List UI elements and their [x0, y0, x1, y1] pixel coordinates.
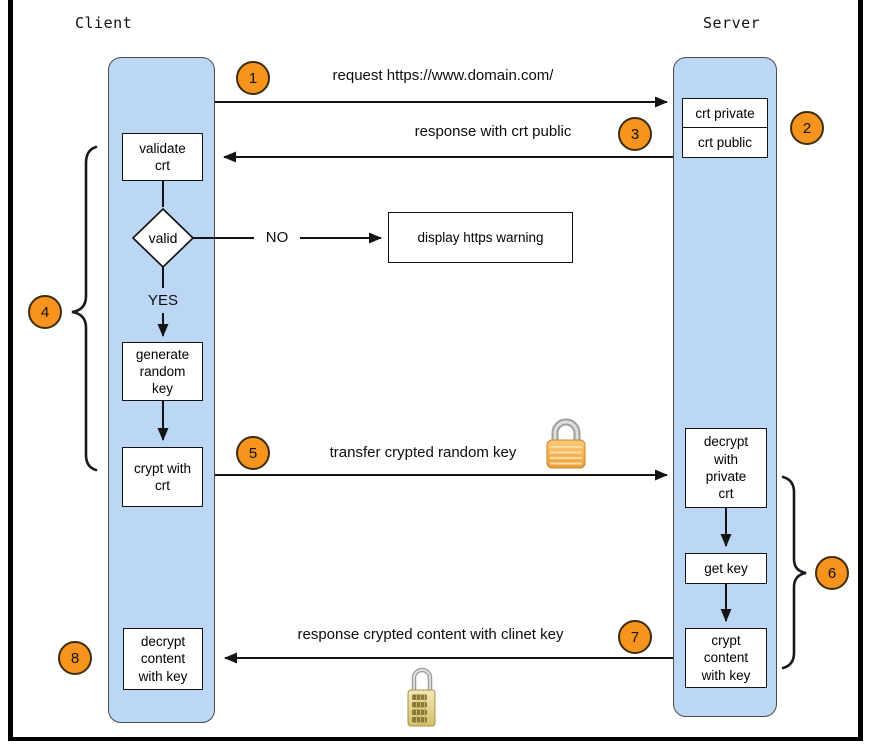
right-border-bar	[858, 0, 863, 741]
combination-lock-icon	[407, 667, 436, 727]
label-transfer-key: transfer crypted random key	[329, 444, 517, 461]
node-validate-crt: validate crt	[122, 133, 203, 181]
step-badge-2: 2	[790, 111, 824, 145]
label-yes: YES	[147, 292, 178, 309]
label-response-content: response crypted content with clinet key	[297, 626, 564, 643]
label-response-public: response with crt public	[414, 123, 572, 140]
node-generate-random-key: generate random key	[122, 342, 203, 401]
node-crypt-with-crt: crypt with crt	[122, 447, 203, 507]
step-badge-6: 6	[815, 556, 849, 590]
server-lane-title: Server	[703, 14, 761, 32]
left-border-bar	[8, 0, 13, 741]
step-badge-7: 7	[618, 620, 652, 654]
label-no: NO	[254, 229, 300, 246]
bottom-border-bar	[8, 737, 863, 741]
node-decrypt-with-private-crt: decrypt with private crt	[685, 428, 767, 508]
node-crt-private: crt private	[682, 98, 768, 129]
node-display-https-warning: display https warning	[388, 212, 573, 263]
node-crypt-content-with-key: crypt content with key	[685, 628, 767, 688]
node-get-key: get key	[685, 553, 767, 584]
server-steps-brace	[781, 475, 807, 670]
label-request: request https://www.domain.com/	[332, 67, 554, 84]
valid-diamond-label: valid	[148, 230, 178, 246]
step-badge-5: 5	[236, 436, 270, 470]
client-lane-title: Client	[75, 14, 133, 32]
client-steps-brace	[71, 145, 98, 472]
node-crt-public: crt public	[682, 127, 768, 158]
step-badge-3: 3	[618, 117, 652, 151]
step-badge-1: 1	[236, 61, 270, 95]
step-badge-8: 8	[58, 641, 92, 675]
step-badge-4: 4	[28, 295, 62, 329]
node-decrypt-content-with-key: decrypt content with key	[123, 628, 203, 690]
